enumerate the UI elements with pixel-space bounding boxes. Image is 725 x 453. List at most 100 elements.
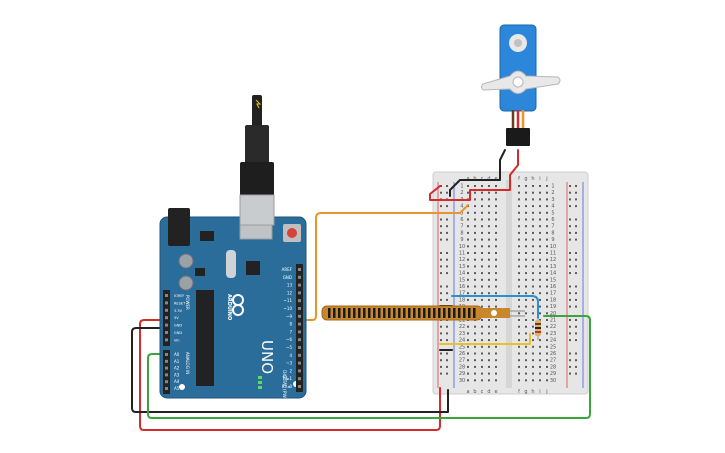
breadboard-hole[interactable] <box>481 285 483 288</box>
breadboard-hole[interactable] <box>474 298 476 301</box>
breadboard-hole[interactable] <box>488 272 490 275</box>
breadboard-hole[interactable] <box>525 305 527 308</box>
breadboard-hole[interactable] <box>546 365 548 368</box>
rail-hole[interactable] <box>569 265 571 268</box>
breadboard-hole[interactable] <box>467 245 469 248</box>
breadboard-hole[interactable] <box>518 298 520 301</box>
breadboard-hole[interactable] <box>525 252 527 254</box>
rail-hole[interactable] <box>440 265 442 268</box>
breadboard-hole[interactable] <box>481 198 483 201</box>
wire-black-gnd[interactable] <box>131 327 449 413</box>
rail-hole[interactable] <box>569 292 571 295</box>
rail-hole[interactable] <box>446 205 448 208</box>
rail-hole[interactable] <box>569 252 571 254</box>
breadboard-hole[interactable] <box>532 372 534 375</box>
rail-hole[interactable] <box>440 325 442 328</box>
breadboard-hole[interactable] <box>546 325 548 328</box>
breadboard-hole[interactable] <box>495 258 497 261</box>
breadboard-hole[interactable] <box>539 225 541 228</box>
breadboard-hole[interactable] <box>467 231 469 234</box>
breadboard-hole[interactable] <box>539 218 541 221</box>
breadboard-hole[interactable] <box>546 312 548 315</box>
digital-pin[interactable] <box>298 291 301 295</box>
breadboard-hole[interactable] <box>546 265 548 268</box>
rail-hole[interactable] <box>575 218 577 221</box>
breadboard-hole[interactable] <box>495 292 497 295</box>
breadboard-hole[interactable] <box>495 272 497 275</box>
rail-hole[interactable] <box>575 305 577 308</box>
breadboard-hole[interactable] <box>532 272 534 275</box>
wire-blue[interactable] <box>451 295 539 319</box>
breadboard-hole[interactable] <box>474 185 476 187</box>
breadboard-hole[interactable] <box>495 339 497 342</box>
breadboard-hole[interactable] <box>488 231 490 234</box>
breadboard-hole[interactable] <box>539 272 541 275</box>
rail-hole[interactable] <box>440 272 442 275</box>
breadboard-hole[interactable] <box>481 379 483 382</box>
rail-hole[interactable] <box>569 198 571 201</box>
breadboard-hole[interactable] <box>539 305 541 308</box>
rail-hole[interactable] <box>446 339 448 342</box>
rail-hole[interactable] <box>575 339 577 342</box>
breadboard-hole[interactable] <box>495 345 497 348</box>
breadboard-hole[interactable] <box>518 359 520 362</box>
rail-hole[interactable] <box>446 258 448 261</box>
breadboard-hole[interactable] <box>474 205 476 208</box>
breadboard-hole[interactable] <box>495 231 497 234</box>
breadboard-hole[interactable] <box>546 332 548 335</box>
breadboard-hole[interactable] <box>546 198 548 201</box>
rail-hole[interactable] <box>440 191 442 194</box>
rail-hole[interactable] <box>575 252 577 254</box>
breadboard-hole[interactable] <box>467 218 469 221</box>
rail-hole[interactable] <box>446 225 448 228</box>
rail-hole[interactable] <box>440 231 442 234</box>
breadboard-hole[interactable] <box>467 252 469 254</box>
breadboard-hole[interactable] <box>546 258 548 261</box>
breadboard-hole[interactable] <box>525 379 527 382</box>
breadboard-hole[interactable] <box>525 365 527 368</box>
breadboard-hole[interactable] <box>495 325 497 328</box>
breadboard-hole[interactable] <box>546 245 548 248</box>
breadboard-hole[interactable] <box>474 352 476 355</box>
resistor[interactable] <box>535 318 541 340</box>
breadboard-hole[interactable] <box>532 319 534 321</box>
breadboard-hole[interactable] <box>532 205 534 208</box>
rail-hole[interactable] <box>575 238 577 241</box>
analog-pin[interactable] <box>165 387 168 390</box>
analog-header[interactable] <box>163 350 170 394</box>
breadboard-hole[interactable] <box>518 285 520 288</box>
breadboard-hole[interactable] <box>467 211 469 214</box>
rail-hole[interactable] <box>569 319 571 321</box>
breadboard-hole[interactable] <box>525 285 527 288</box>
breadboard-hole[interactable] <box>467 278 469 281</box>
breadboard-hole[interactable] <box>539 359 541 362</box>
breadboard-hole[interactable] <box>532 191 534 194</box>
breadboard-hole[interactable] <box>495 359 497 362</box>
digital-pin[interactable] <box>298 283 301 287</box>
rail-hole[interactable] <box>569 285 571 288</box>
breadboard-hole[interactable] <box>546 292 548 295</box>
breadboard-hole[interactable] <box>546 238 548 241</box>
breadboard-hole[interactable] <box>518 211 520 214</box>
rail-hole[interactable] <box>569 225 571 228</box>
breadboard-hole[interactable] <box>467 352 469 355</box>
breadboard-hole[interactable] <box>481 265 483 268</box>
analog-pin[interactable] <box>165 359 168 363</box>
breadboard-hole[interactable] <box>467 365 469 368</box>
breadboard-hole[interactable] <box>518 238 520 241</box>
breadboard-hole[interactable] <box>481 218 483 221</box>
breadboard-hole[interactable] <box>474 285 476 288</box>
breadboard-hole[interactable] <box>481 278 483 281</box>
digital-pin[interactable] <box>298 299 301 303</box>
breadboard-hole[interactable] <box>539 379 541 382</box>
breadboard-hole[interactable] <box>546 205 548 208</box>
breadboard-hole[interactable] <box>495 278 497 281</box>
rail-hole[interactable] <box>575 198 577 201</box>
rail-hole[interactable] <box>575 225 577 228</box>
rail-hole[interactable] <box>440 365 442 368</box>
breadboard-hole[interactable] <box>518 245 520 248</box>
breadboard-hole[interactable] <box>481 205 483 208</box>
rail-hole[interactable] <box>575 272 577 275</box>
breadboard-hole[interactable] <box>532 379 534 382</box>
